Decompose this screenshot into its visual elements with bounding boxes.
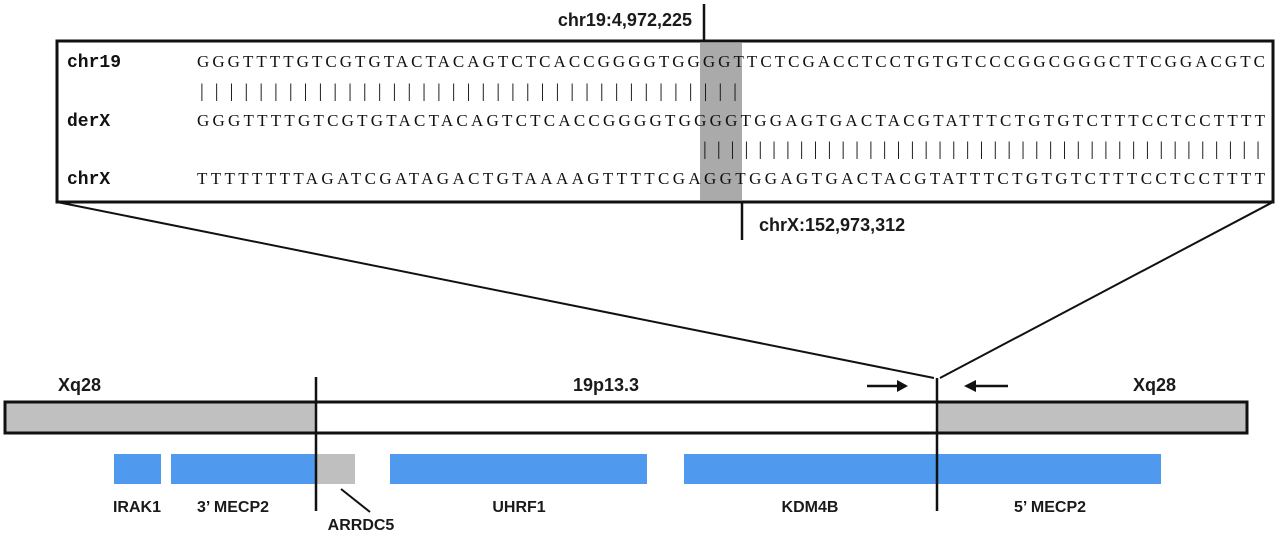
row-label-chr19: chr19 [67,53,121,73]
gene-label-5-mecp2: 5’ MECP2 [1014,499,1086,516]
primer-arrow-left-icon [964,380,1008,392]
primer-arrow-right-icon [867,380,908,392]
chromosome-outline [3,400,1249,435]
region-label-19p13: 19p13.3 [573,375,639,395]
chr19-breakpoint-label: chr19:4,972,225 [558,10,692,30]
gene-label-uhrf1: UHRF1 [492,499,545,516]
region-label-xq28-right: Xq28 [1133,375,1176,395]
match-bars-bottom: ||||||||||||||||||||||||||||||||||||||||… [703,139,1260,160]
gene-block-3-mecp2 [171,454,316,484]
chromosome-segment-xq28-left [5,402,316,433]
chromosome-segment-19p13 [316,402,937,433]
gene-block-5-mecp2 [937,454,1161,484]
arrdc5-leader-line [340,488,371,513]
gene-label-3-mecp2: 3’ MECP2 [197,499,269,516]
gene-label-kdm4b: KDM4B [782,499,839,516]
row-label-derx: derX [67,112,110,132]
gene-label-arrdc5: ARRDC5 [328,517,395,534]
region-label-xq28-left: Xq28 [58,375,101,395]
chrx-breakpoint-label: chrX:152,973,312 [759,215,905,235]
alignment-box [55,39,1275,204]
sequence-chrx: TTTTTTTTAGATCGATAGACTGTAAAAGTTTTCGAGGTGG… [197,169,1266,188]
gene-block-irak1 [114,454,161,484]
sequence-derx: GGGTTTTGTCGTGTACTACAGTCTCACCGGGGTGGGGTGG… [197,111,1266,130]
zoom-line-right [939,201,1274,379]
gene-label-irak1: IRAK1 [113,499,161,516]
row-label-chrx: chrX [67,170,110,190]
chromosome-segment-xq28-right [937,402,1247,433]
gene-block-kdm4b [684,454,937,484]
gene-block-uhrf1 [390,454,647,484]
gene-block-arrdc5 [316,454,355,484]
zoom-line-left [56,201,935,379]
match-bars-top: ||||||||||||||||||||||||||||||||||||| [200,81,737,102]
junction-highlight [700,43,742,200]
